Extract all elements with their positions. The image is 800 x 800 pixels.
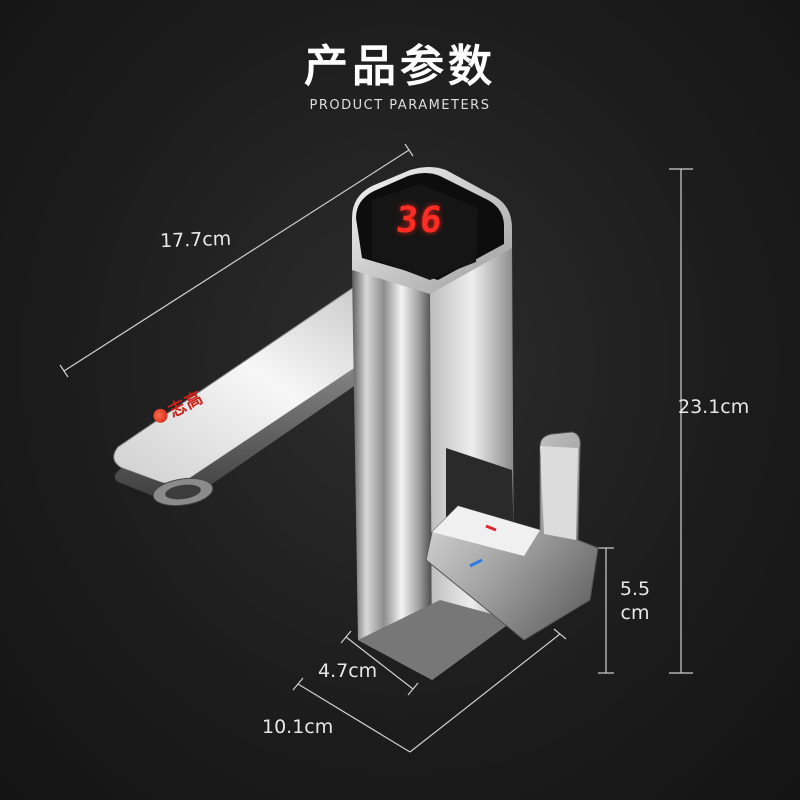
hot-indicator-mark (485, 524, 497, 532)
temperature-readout: 36 (394, 200, 446, 241)
base-dimension-line (297, 683, 411, 753)
page-subtitle: PRODUCT PARAMETERS (309, 98, 491, 113)
body-width-label: 4.7cm (318, 660, 378, 682)
spout-length-label: 17.7cm (159, 227, 232, 253)
page-title: 产品参数 (304, 41, 496, 92)
base-depth-label: 10.1cm (262, 716, 334, 738)
display-head (352, 167, 512, 294)
total-height-label: 23.1cm (678, 396, 750, 418)
dimension-lines (59, 143, 693, 753)
length-dimension-line (63, 149, 410, 372)
handle-height-unit: cm (620, 601, 650, 624)
faucet-body (352, 240, 514, 680)
cold-indicator-mark (469, 558, 483, 568)
handle-height-label: 5.5 cm (609, 578, 661, 626)
handle-height-value: 5.5 (619, 578, 651, 600)
handle (425, 431, 599, 641)
width-dimension-line (345, 636, 414, 690)
